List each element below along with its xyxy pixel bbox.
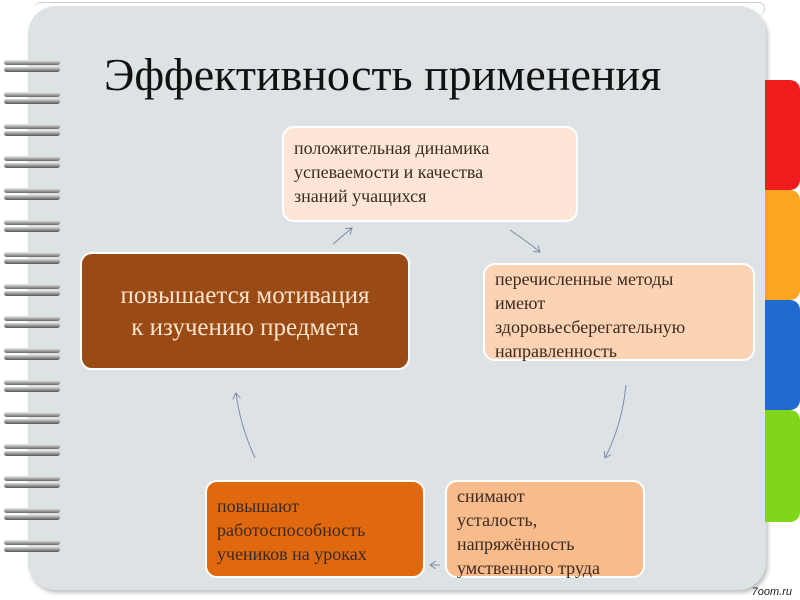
box-motivation: повышается мотивация к изучению предмета <box>80 252 410 370</box>
page-edge <box>34 2 765 15</box>
spiral-ring <box>0 186 62 202</box>
slide-title: Эффективность применения <box>104 49 662 100</box>
box-line: повышают <box>217 496 300 516</box>
box-line: умственного труда <box>457 558 600 578</box>
spiral-ring <box>0 282 62 298</box>
spiral-ring <box>0 154 62 170</box>
spiral-ring <box>0 442 62 458</box>
box-line: напряжённость <box>457 534 575 554</box>
spiral-ring <box>0 90 62 106</box>
box-line: повышается мотивация <box>120 282 370 309</box>
box-work-capacity: повышают работоспособность учеников на у… <box>205 480 425 578</box>
box-line: снимают <box>457 486 525 506</box>
box-health-methods: перечисленные методы имеют здоровьесбере… <box>483 263 755 361</box>
arrow-icon <box>236 393 256 459</box>
spiral-ring <box>0 378 62 394</box>
box-line: учеников на уроках <box>217 544 367 564</box>
spiral-ring <box>0 58 62 74</box>
spiral-ring <box>0 410 62 426</box>
box-positive-dynamics: положительная динамика успеваемости и ка… <box>282 126 578 222</box>
box-line: положительная динамика <box>294 138 490 158</box>
box-line: работоспособность <box>217 520 366 540</box>
watermark: 7oom.ru <box>751 586 792 598</box>
box-line: успеваемости и качества <box>294 162 484 182</box>
box-line: к изучению предмета <box>131 314 359 341</box>
spiral-ring <box>0 506 62 522</box>
box-relieve-fatigue: снимают усталость, напряжённость умствен… <box>445 480 645 578</box>
box-line: знаний учащихся <box>294 186 427 206</box>
arrow-icon <box>332 228 352 245</box>
spiral-ring <box>0 218 62 234</box>
spiral-ring <box>0 314 62 330</box>
box-line: направленность <box>495 341 618 361</box>
box-line: перечисленные методы <box>495 269 674 289</box>
spiral-ring <box>0 538 62 554</box>
box-line: усталость, <box>457 510 538 530</box>
spiral-ring <box>0 346 62 362</box>
box-line: имеют <box>495 293 546 313</box>
spiral-ring <box>0 250 62 266</box>
tab-orange <box>765 190 800 300</box>
tab-green <box>765 410 800 522</box>
arrow-icon <box>605 384 627 458</box>
tab-blue <box>765 300 800 410</box>
tab-red <box>765 80 800 190</box>
spiral-ring <box>0 474 62 490</box>
box-line: здоровьесберегательную <box>495 317 686 337</box>
spiral-ring <box>0 122 62 138</box>
arrow-icon <box>509 229 540 252</box>
